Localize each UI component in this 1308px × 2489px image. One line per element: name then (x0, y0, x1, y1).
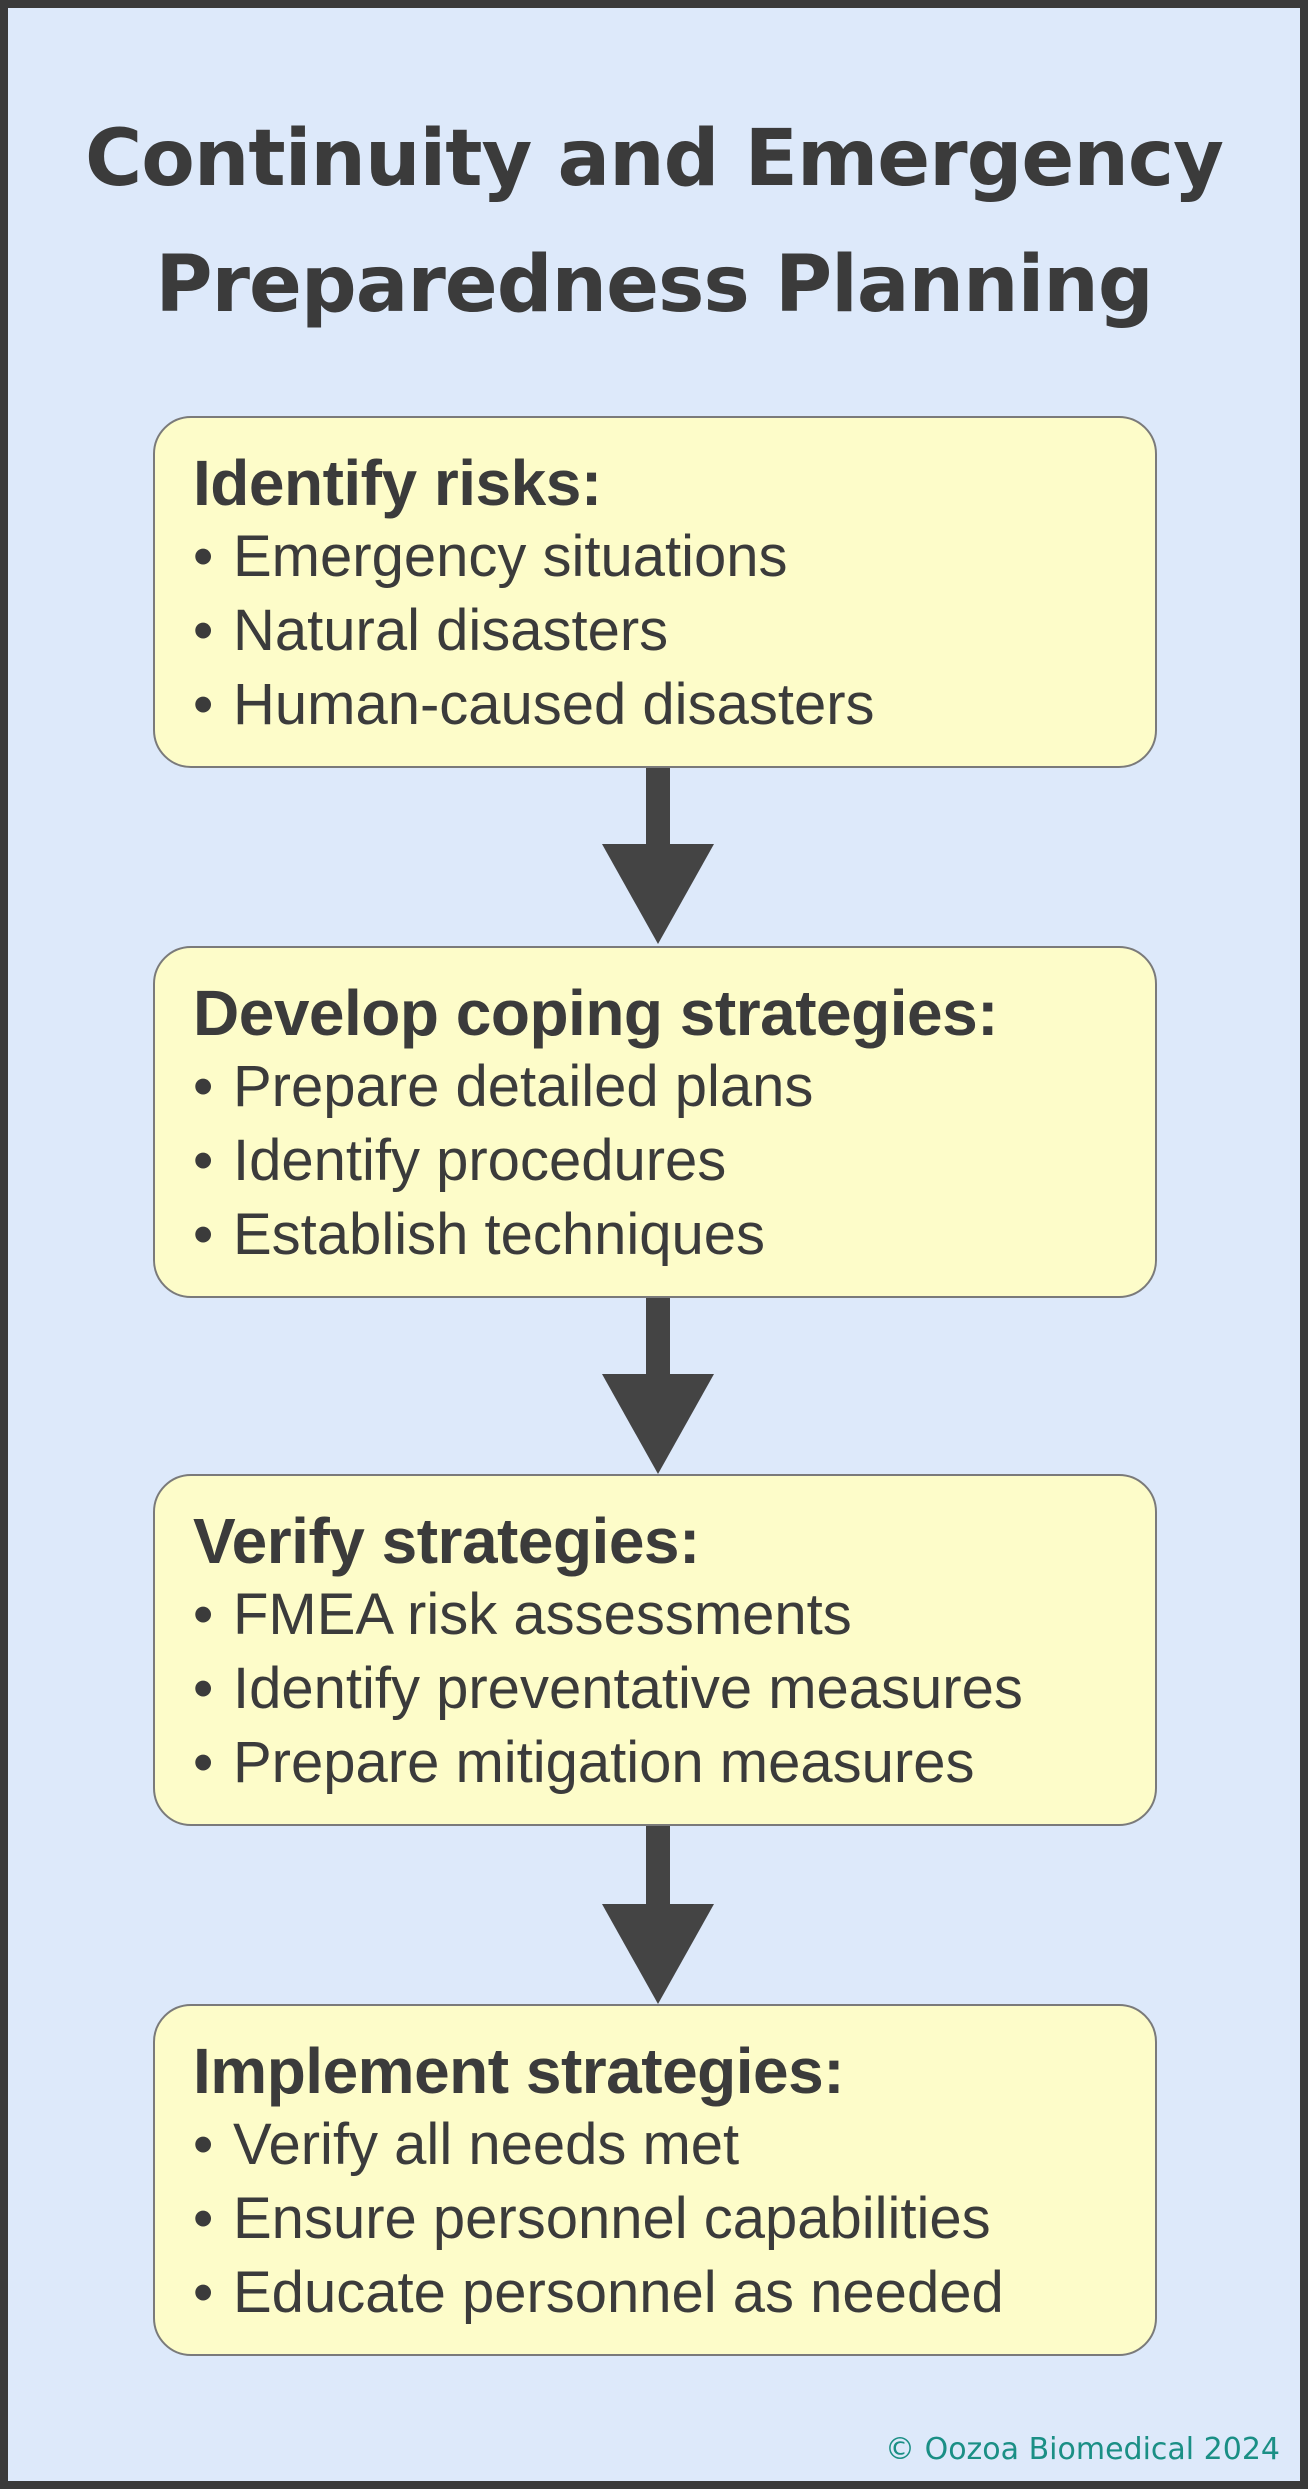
list-item: Identify procedures (193, 1124, 1155, 1198)
step-heading: Implement strategies: (193, 2035, 845, 2107)
list-item: Identify preventative measures (193, 1652, 1155, 1726)
title-line-2: Preparedness Planning (155, 240, 1153, 330)
list-item: Prepare detailed plans (193, 1050, 1155, 1124)
step-item-list: Emergency situations Natural disasters H… (193, 520, 1155, 742)
title-line-1: Continuity and Emergency (85, 114, 1224, 204)
step-box-identify-risks: Identify risks: Emergency situations Nat… (153, 416, 1157, 768)
list-item: Establish techniques (193, 1198, 1155, 1272)
flow-arrow-down (602, 1826, 714, 2004)
list-item: Human-caused disasters (193, 668, 1155, 742)
step-box-develop-coping-strategies: Develop coping strategies: Prepare detai… (153, 946, 1157, 1298)
list-item: Natural disasters (193, 594, 1155, 668)
diagram-title: Continuity and Emergency Preparedness Pl… (8, 96, 1300, 348)
list-item: Emergency situations (193, 520, 1155, 594)
step-heading: Identify risks: (193, 447, 602, 519)
list-item: Prepare mitigation measures (193, 1726, 1155, 1800)
flow-arrow-down (602, 1298, 714, 1474)
list-item: Educate personnel as needed (193, 2256, 1155, 2330)
step-item-list: Verify all needs met Ensure personnel ca… (193, 2108, 1155, 2330)
step-item-list: Prepare detailed plans Identify procedur… (193, 1050, 1155, 1272)
step-heading: Verify strategies: (193, 1505, 700, 1577)
step-heading: Develop coping strategies: (193, 977, 998, 1049)
flow-arrow-down (602, 768, 714, 944)
list-item: Ensure personnel capabilities (193, 2182, 1155, 2256)
step-box-implement-strategies: Implement strategies: Verify all needs m… (153, 2004, 1157, 2356)
step-box-verify-strategies: Verify strategies: FMEA risk assessments… (153, 1474, 1157, 1826)
list-item: Verify all needs met (193, 2108, 1155, 2182)
step-item-list: FMEA risk assessments Identify preventat… (193, 1578, 1155, 1800)
list-item: FMEA risk assessments (193, 1578, 1155, 1652)
copyright-notice: © Oozoa Biomedical 2024 (885, 2432, 1280, 2467)
